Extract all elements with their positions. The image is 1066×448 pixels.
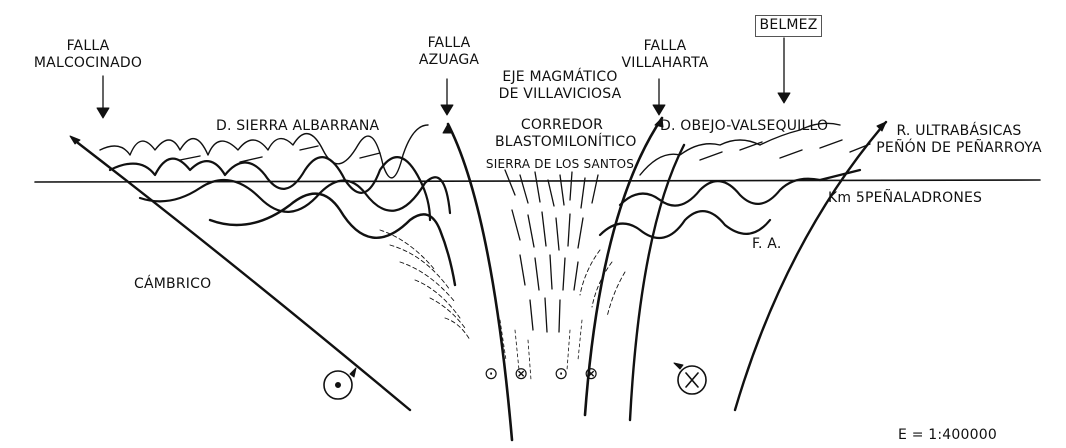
eje-magmatico-label: EJE MAGMÁTICO DE VILLAVICIOSA xyxy=(485,69,635,103)
falla-malcocinado-label: FALLA MALCOCINADO xyxy=(0,38,176,72)
fa-label: F. A. xyxy=(752,236,782,253)
belmez-label: BELMEZ xyxy=(755,17,822,34)
corredor-label: CORREDOR BLASTOMILONÍTICO xyxy=(495,117,629,151)
falla-azuaga-label: FALLA AZUAGA xyxy=(408,35,490,69)
d-sierra-albarrana-label: D. SIERRA ALBARRANA xyxy=(216,118,379,135)
fault-villaharta-line xyxy=(630,145,684,420)
dot-circle-symbol-1: ⊙ xyxy=(484,366,498,383)
scale-label: E = 1:400000 xyxy=(898,427,997,444)
fault-malcocinado-line xyxy=(78,143,410,410)
d-obejo-valsequillo-label: D. OBEJO-VALSEQUILLO xyxy=(660,118,828,135)
dot-circle-symbol-2: ⊙ xyxy=(554,366,568,383)
cross-circle-symbol-2: ⊗ xyxy=(584,366,598,383)
r-ultrabasicas-label: R. ULTRABÁSICAS PEÑÓN DE PEÑARROYA xyxy=(864,123,1054,157)
cambrico-label: CÁMBRICO xyxy=(134,276,211,293)
horizon-line xyxy=(35,180,1040,182)
falla-villaharta-label: FALLA VILLAHARTA xyxy=(616,38,714,72)
fault-belmez-line xyxy=(735,122,886,410)
cross-circle-symbol-1: ⊗ xyxy=(514,366,528,383)
km5-penaladrones-label: Km 5PEÑALADRONES xyxy=(828,190,982,207)
sierra-santos-label: SIERRA DE LOS SANTOS xyxy=(480,157,640,172)
